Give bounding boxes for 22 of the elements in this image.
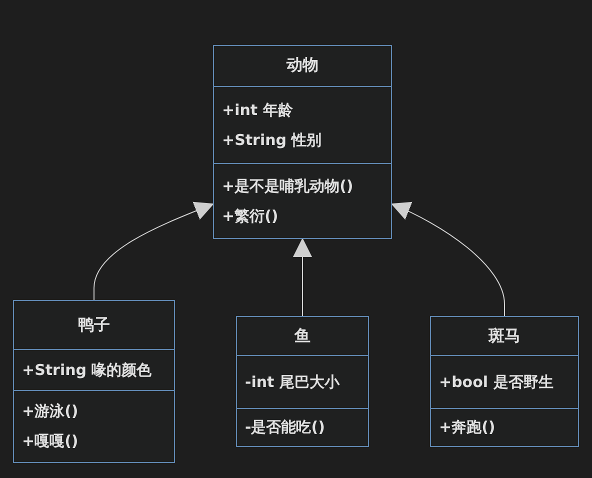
class-name: 斑马 bbox=[488, 326, 520, 347]
method-text: +繁衍() bbox=[221, 206, 278, 227]
method-text: +游泳() bbox=[21, 401, 78, 422]
class-name: 动物 bbox=[286, 55, 318, 76]
class-name: 鱼 bbox=[294, 326, 310, 347]
class-box bbox=[236, 316, 369, 447]
attribute-text: +bool 是否野生 bbox=[438, 372, 554, 393]
class-box bbox=[213, 45, 392, 239]
method-text: +奔跑() bbox=[438, 417, 496, 438]
inheritance-arrow bbox=[94, 202, 214, 300]
attribute-text: +String 性别 bbox=[221, 130, 322, 151]
method-text: +嘎嘎() bbox=[21, 431, 78, 452]
attribute-text: -int 尾巴大小 bbox=[244, 372, 340, 393]
method-text: +是不是哺乳动物() bbox=[221, 176, 354, 197]
class-box bbox=[430, 316, 579, 447]
class-box bbox=[13, 300, 175, 463]
class-name: 鸭子 bbox=[78, 314, 110, 336]
inheritance-arrow bbox=[293, 238, 312, 316]
method-text: -是否能吃() bbox=[244, 417, 325, 438]
attribute-text: +int 年龄 bbox=[221, 100, 293, 121]
attribute-text: +String 喙的颜色 bbox=[21, 360, 152, 382]
inheritance-arrow bbox=[392, 202, 505, 316]
